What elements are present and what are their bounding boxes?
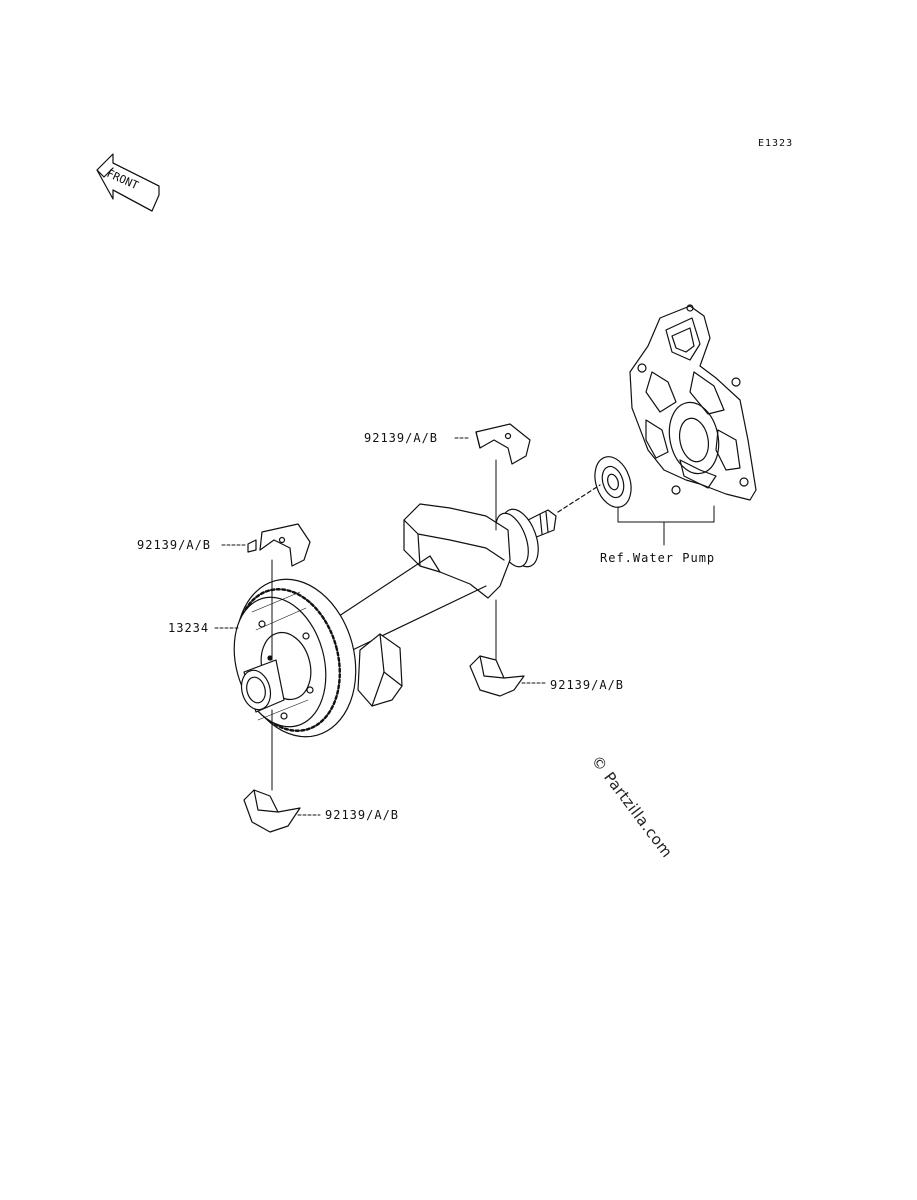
bearing-shell-lower-right (469, 655, 525, 697)
diagram-code: E1323 (758, 138, 794, 149)
part-label-92139-upper-right[interactable]: 92139/A/B (364, 431, 439, 445)
gear-13234 (233, 578, 357, 738)
front-arrow-icon: FRONT (96, 153, 160, 212)
part-label-92139-lower-left[interactable]: 92139/A/B (325, 808, 400, 822)
part-label-13234[interactable]: 13234 (168, 621, 210, 635)
bearing-shell-upper-right (475, 423, 531, 465)
bearing-shell-upper-left (247, 523, 311, 567)
balancer-shaft (329, 503, 557, 707)
leader-lines (214, 437, 715, 816)
oil-seal (594, 456, 632, 508)
water-pump-cover (629, 304, 757, 501)
part-label-92139-upper-left[interactable]: 92139/A/B (137, 538, 212, 552)
bearing-shell-lower-left (243, 789, 301, 833)
part-label-92139-lower-right[interactable]: 92139/A/B (550, 678, 625, 692)
reference-water-pump-label: Ref.Water Pump (600, 551, 716, 565)
